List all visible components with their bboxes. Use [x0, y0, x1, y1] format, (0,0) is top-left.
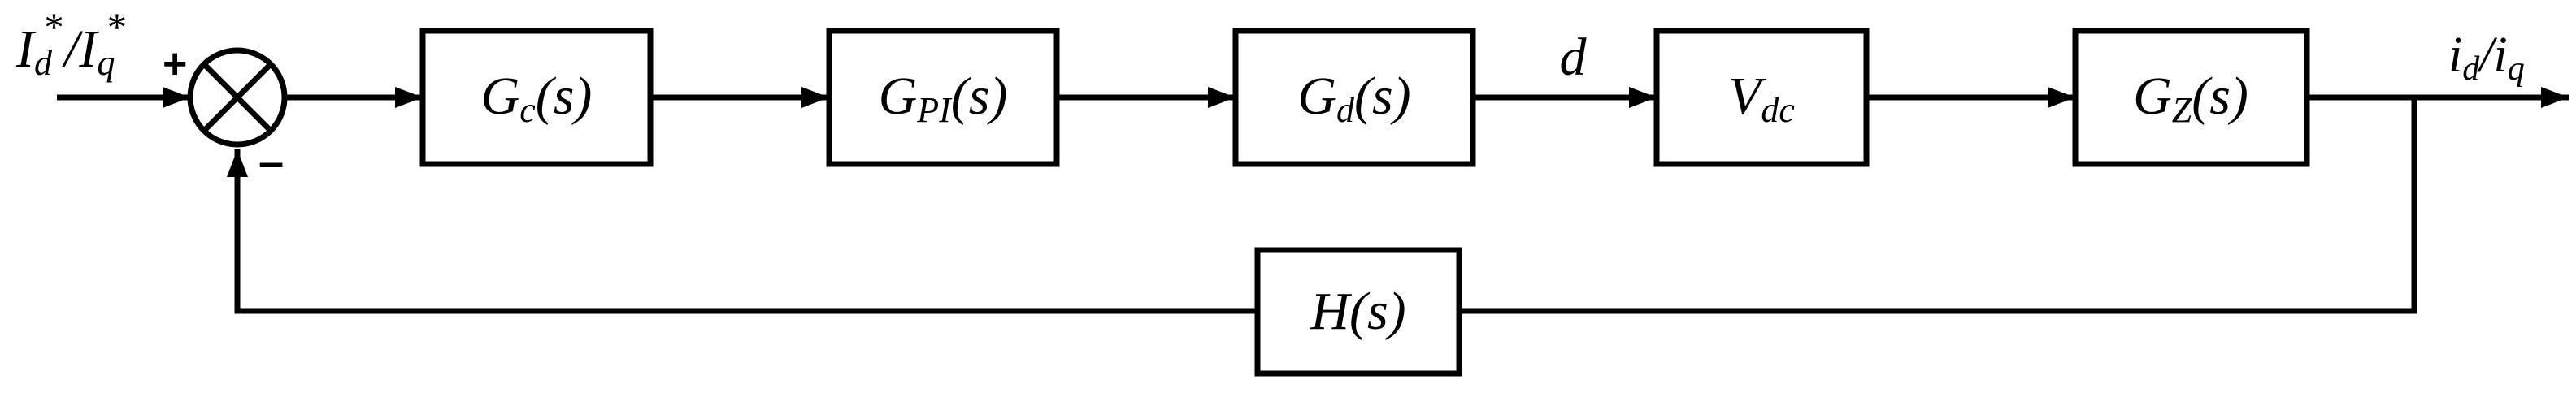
minus-sign: – [258, 136, 284, 187]
block-vdc [1653, 28, 1870, 167]
feedback-line-left [227, 149, 1258, 314]
block-gpi [826, 28, 1060, 167]
block-gc [419, 28, 654, 167]
plus-sign: + [163, 41, 187, 88]
output-label: id/iq [2448, 28, 2525, 88]
block-vdc-label: Vdc [1728, 67, 1795, 130]
block-gz [2072, 28, 2310, 167]
feedback-line-right [1459, 97, 2417, 314]
block-gd [1232, 28, 1476, 167]
block-gpi-label: GPI(s) [879, 67, 1008, 130]
signal-d-label: d [1560, 28, 1588, 87]
input-label: Id*/Iq* [15, 4, 127, 83]
block-gd-label: Gd(s) [1297, 67, 1410, 130]
block-h [1254, 247, 1462, 377]
summing-junction [187, 47, 288, 148]
block-h-label: H(s) [1310, 282, 1405, 341]
block-gz-label: GZ(s) [2133, 67, 2248, 130]
block-gc-label: Gc(s) [481, 67, 593, 130]
